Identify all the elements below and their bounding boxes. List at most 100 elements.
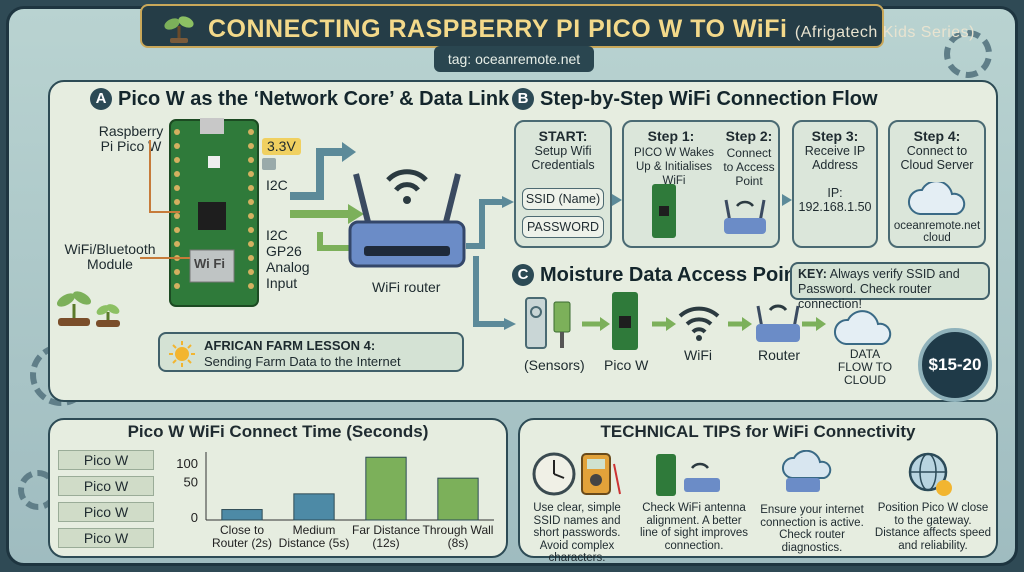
flow-arrows bbox=[582, 317, 826, 331]
chip-icon bbox=[262, 158, 276, 170]
pin-i2c-1: I2C bbox=[266, 177, 288, 193]
step2-text: Connect to Access Point bbox=[723, 146, 775, 188]
sprout-icon bbox=[164, 16, 194, 43]
step3-title: Step 3: bbox=[811, 128, 859, 144]
tag-label: tag: oceanremote.net bbox=[434, 46, 594, 72]
y-tick-label: 100 bbox=[176, 456, 198, 471]
legend-item: Pico W bbox=[58, 502, 154, 522]
signal-arrows bbox=[290, 142, 364, 251]
flow-sensors: (Sensors) bbox=[524, 357, 585, 373]
pico-flow-icon bbox=[612, 292, 638, 350]
bar bbox=[221, 509, 263, 521]
section-a-badge: A bbox=[90, 88, 112, 110]
router-label: WiFi router bbox=[372, 279, 441, 295]
x-tick-label: Router (2s) bbox=[212, 536, 272, 550]
pin-analog: Analog bbox=[266, 259, 310, 275]
chart-title: Pico W WiFi Connect Time (Seconds) bbox=[127, 422, 429, 441]
wifi-icon bbox=[678, 306, 720, 341]
password-field: PASSWORD bbox=[522, 216, 604, 238]
flow-connector bbox=[466, 196, 516, 330]
step-arrows bbox=[612, 194, 792, 206]
lesson-box: AFRICAN FARM LESSON 4: Sending Farm Data… bbox=[158, 332, 464, 372]
pointer-lines bbox=[140, 140, 190, 259]
start-title: START: bbox=[538, 128, 588, 144]
pico-antenna-icon bbox=[656, 454, 720, 496]
legend-item: Pico W bbox=[58, 450, 154, 470]
board-label: Raspberry Pi Pico W bbox=[98, 123, 164, 154]
x-tick-label: (8s) bbox=[448, 536, 469, 550]
step3-ip-label: IP: bbox=[827, 186, 843, 200]
wifi-router-icon bbox=[348, 169, 466, 268]
key-box: KEY: Always verify SSID and Password. Ch… bbox=[790, 262, 990, 311]
title-text: CONNECTING RASPBERRY PI PICO W TO WiFi bbox=[208, 15, 788, 43]
router-mini-icon bbox=[724, 199, 766, 234]
step2-title: Step 2: bbox=[725, 128, 773, 144]
step3-text: Receive IP Address bbox=[804, 144, 866, 172]
step-4: Step 4: Connect to Cloud Server oceanrem… bbox=[888, 120, 986, 248]
x-tick-label: Close to bbox=[220, 523, 264, 537]
section-c-heading: C Moisture Data Access Point bbox=[512, 264, 803, 287]
pico-mini-icon bbox=[652, 184, 676, 238]
x-tick-label: Through Wall bbox=[423, 523, 494, 537]
section-b-title: Step-by-Step WiFi Connection Flow bbox=[540, 88, 878, 110]
lesson-title: AFRICAN FARM LESSON 4: bbox=[204, 338, 376, 353]
section-c-badge: C bbox=[512, 264, 534, 286]
pin-3v3: 3.3V bbox=[262, 138, 301, 155]
flow-cloud: DATA FLOW TO CLOUD bbox=[837, 347, 893, 387]
legend-item: Pico W bbox=[58, 528, 154, 548]
price-badge: $15-20 bbox=[918, 328, 992, 402]
step-1-2: Step 1: PICO W Wakes Up & Initialises Wi… bbox=[622, 120, 780, 248]
step4-cloud: oceanremote.net cloud bbox=[893, 220, 981, 244]
key-text: Always verify SSID and Password. Check r… bbox=[798, 267, 960, 311]
pin-i2c-2: I2C bbox=[266, 227, 288, 243]
x-tick-label: Distance (5s) bbox=[279, 536, 350, 550]
key-label: KEY: bbox=[798, 267, 827, 281]
router-cloud-icon bbox=[782, 450, 832, 492]
tip-1: Use clear, simple SSID names and short p… bbox=[533, 502, 621, 564]
cloud-icon bbox=[908, 182, 966, 215]
plant-icon bbox=[56, 291, 120, 327]
section-b-heading: B Step-by-Step WiFi Connection Flow bbox=[512, 88, 878, 111]
pin-gp26: GP26 bbox=[266, 243, 302, 259]
step-3: Step 3: Receive IP Address IP: 192.168.1… bbox=[792, 120, 878, 248]
section-b-badge: B bbox=[512, 88, 534, 110]
bar bbox=[293, 493, 335, 521]
start-step: START: Setup Wifi Credentials SSID (Name… bbox=[514, 120, 612, 248]
step1-text: PICO W Wakes Up & Initialises WiFi bbox=[633, 147, 715, 187]
cloud-flow-icon bbox=[834, 310, 892, 345]
section-c-title: Moisture Data Access Point bbox=[540, 264, 803, 286]
start-text: Setup Wifi Credentials bbox=[531, 144, 595, 172]
bar bbox=[365, 456, 407, 521]
tip-4: Position Pico W close to the gateway. Di… bbox=[874, 502, 992, 552]
y-tick-label: 0 bbox=[191, 510, 198, 525]
flow-pico: Pico W bbox=[604, 357, 649, 373]
step4-text: Connect to Cloud Server bbox=[900, 144, 974, 172]
flow-router: Router bbox=[758, 347, 801, 363]
x-tick-label: Medium bbox=[293, 523, 336, 537]
flow-wifi: WiFi bbox=[684, 347, 712, 363]
bar bbox=[437, 477, 479, 521]
title-subtitle: (Afrigatech Kids Series) bbox=[794, 24, 975, 41]
tip-2: Check WiFi antenna alignment. A better l… bbox=[639, 502, 749, 552]
legend-item: Pico W bbox=[58, 476, 154, 496]
tips-title: TECHNICAL TIPS for WiFi Connectivity bbox=[600, 422, 916, 441]
sensors-icon bbox=[525, 297, 571, 349]
ssid-field: SSID (Name) bbox=[522, 188, 604, 210]
step3-ip: 192.168.1.50 bbox=[798, 200, 872, 214]
globe-wifi-icon bbox=[908, 452, 952, 496]
clock-multimeter-icon bbox=[532, 452, 621, 496]
sun-icon bbox=[169, 341, 195, 367]
lesson-text: Sending Farm Data to the Internet bbox=[204, 354, 401, 369]
tip-3: Ensure your internet connection is activ… bbox=[760, 504, 864, 554]
module-label: WiFi/Bluetooth Module bbox=[64, 241, 156, 272]
pico-board bbox=[169, 118, 259, 307]
title-banner: CONNECTING RASPBERRY PI PICO W TO WiFi (… bbox=[140, 4, 974, 48]
step1-title: Step 1: bbox=[647, 128, 695, 144]
gear-icon bbox=[944, 30, 992, 78]
step4-title: Step 4: bbox=[913, 128, 961, 144]
y-tick-label: 50 bbox=[184, 475, 198, 490]
wifi-chip-label: Wi Fi bbox=[194, 256, 225, 271]
pin-input: Input bbox=[266, 275, 298, 291]
